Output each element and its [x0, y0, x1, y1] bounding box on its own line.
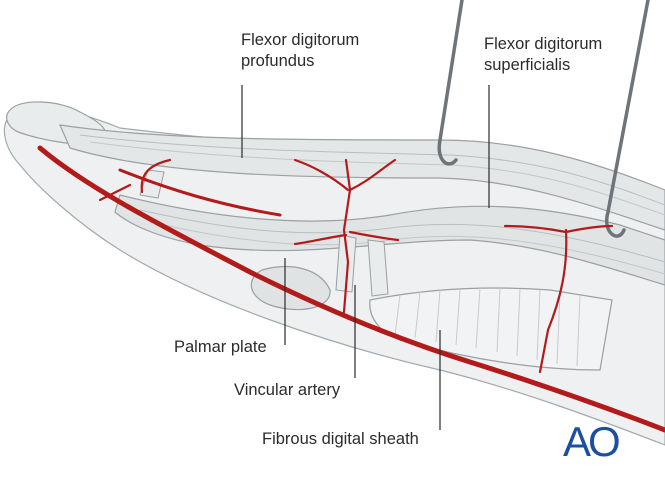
- label-fdp-line2: profundus: [241, 52, 315, 70]
- vincular-branches: [98, 158, 614, 374]
- label-fibrous-digital-sheath: Fibrous digital sheath: [262, 430, 419, 448]
- label-fdp-line1: Flexor digitorum: [241, 31, 360, 49]
- label-fds-line1: Flexor digitorum: [484, 35, 603, 53]
- label-vincular-artery: Vincular artery: [234, 381, 341, 399]
- vincula: [139, 169, 389, 297]
- ao-logo: AO: [563, 418, 621, 465]
- digital-artery: [37, 145, 665, 433]
- label-palmar-plate: Palmar plate: [174, 338, 267, 356]
- fdp-tendon: [59, 124, 665, 231]
- leader-lines: [241, 85, 490, 430]
- label-fds-line2: superficialis: [484, 56, 571, 74]
- retractor-hooks: [437, 0, 650, 238]
